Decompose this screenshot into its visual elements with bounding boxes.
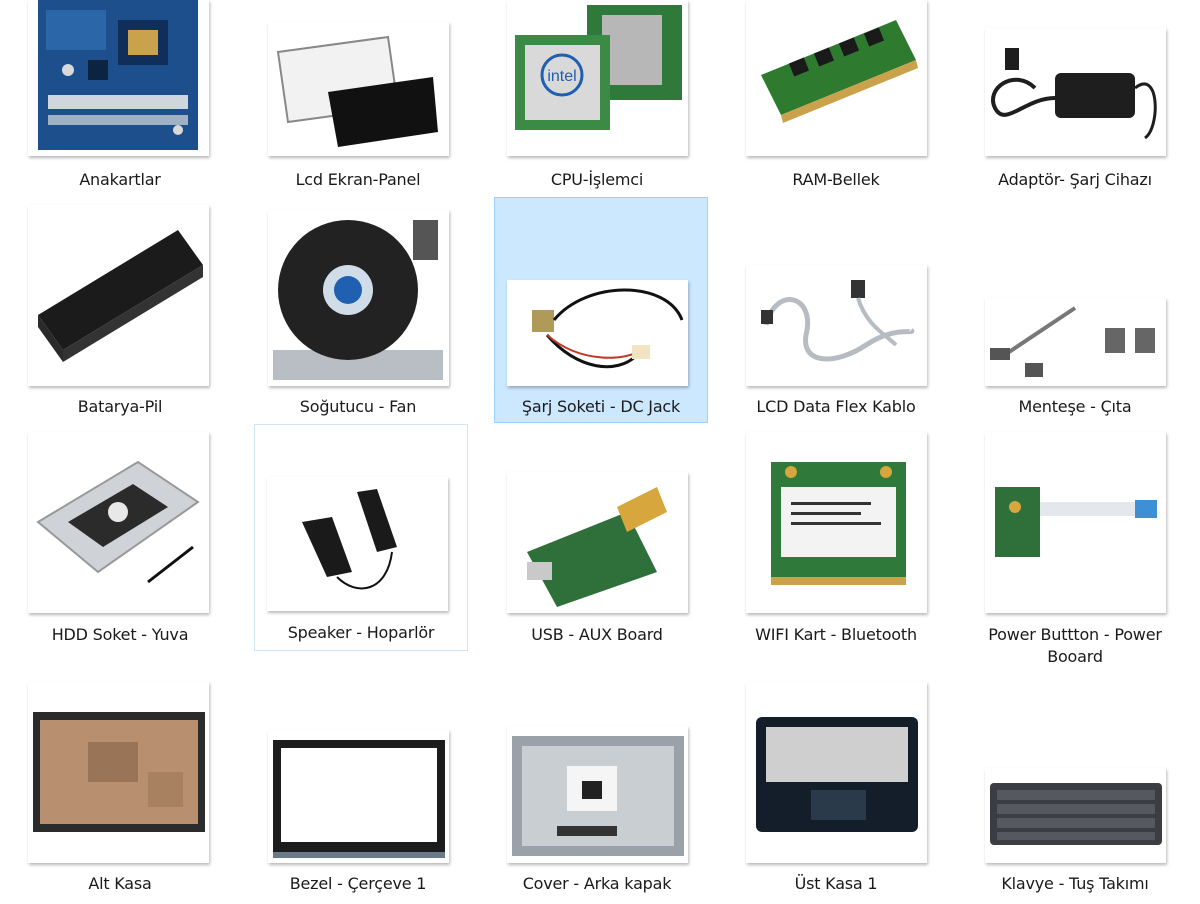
svg-text:intel: intel xyxy=(547,68,576,85)
folder-label: WIFI Kart - Bluetooth xyxy=(755,625,917,644)
folder-label: HDD Soket - Yuva xyxy=(51,625,189,644)
flex-cable-icon xyxy=(746,265,927,386)
speaker-icon xyxy=(267,477,448,611)
folder-power-button-power-board[interactable]: Power Buttton - Power Booard xyxy=(975,426,1175,666)
folder-lcd-ekran-panel[interactable]: Lcd Ekran-Panel xyxy=(258,0,458,200)
folder-label: Batarya-Pil xyxy=(77,397,163,416)
folder-sarj-soketi-dc-jack[interactable]: Şarj Soketi - DC Jack xyxy=(494,197,708,423)
power-board-icon xyxy=(985,432,1166,613)
folder-speaker-hoparlor[interactable]: Speaker - Hoparlör xyxy=(254,424,468,651)
bezel-icon xyxy=(268,730,449,863)
folder-klavye-tus-takimi[interactable]: Klavye - Tuş Takımı xyxy=(975,676,1175,904)
folder-label: Anakartlar xyxy=(79,170,161,189)
folder-label: Lcd Ekran-Panel xyxy=(295,170,421,189)
folder-label: CPU-İşlemci xyxy=(550,170,644,189)
battery-icon xyxy=(28,205,209,386)
folder-ram-bellek[interactable]: RAM-Bellek xyxy=(736,0,936,200)
folder-label: Speaker - Hoparlör xyxy=(287,623,435,642)
folder-lcd-data-flex-kablo[interactable]: LCD Data Flex Kablo xyxy=(736,200,936,425)
folder-label: Üst Kasa 1 xyxy=(794,874,878,893)
folder-label: Soğutucu - Fan xyxy=(299,397,417,416)
folder-ust-kasa-1[interactable]: Üst Kasa 1 xyxy=(736,676,936,904)
folder-label: Power Buttton - Power Booard xyxy=(988,625,1162,666)
folder-label: Menteşe - Çıta xyxy=(1018,397,1132,416)
adapter-icon xyxy=(985,28,1166,156)
folder-batarya-pil[interactable]: Batarya-Pil xyxy=(20,200,220,425)
folder-label: Adaptör- Şarj Cihazı xyxy=(998,170,1152,189)
hdd-caddy-icon xyxy=(28,432,209,613)
folder-label: Klavye - Tuş Takımı xyxy=(1001,874,1149,893)
keyboard-icon xyxy=(985,768,1166,863)
folder-label: LCD Data Flex Kablo xyxy=(756,397,916,416)
cpu-icon: intel xyxy=(507,0,688,156)
folder-usb-aux-board[interactable]: USB - AUX Board xyxy=(497,426,697,666)
wifi-card-icon xyxy=(746,432,927,613)
folder-bezel-cerceve-1[interactable]: Bezel - Çerçeve 1 xyxy=(258,676,458,904)
folder-label: Cover - Arka kapak xyxy=(522,874,672,893)
folder-label: USB - AUX Board xyxy=(531,625,663,644)
folder-label: Şarj Soketi - DC Jack xyxy=(521,397,681,416)
folder-adaptor-sarj-cihazi[interactable]: Adaptör- Şarj Cihazı xyxy=(975,0,1175,200)
usb-board-icon xyxy=(507,472,688,613)
motherboard-icon xyxy=(28,0,209,156)
folder-cpu-islemci[interactable]: intel CPU-İşlemci xyxy=(497,0,697,200)
folder-anakartlar[interactable]: Anakartlar xyxy=(20,0,220,200)
folder-label: Bezel - Çerçeve 1 xyxy=(289,874,427,893)
folder-hdd-soket-yuva[interactable]: HDD Soket - Yuva xyxy=(20,426,220,666)
fan-icon xyxy=(268,210,449,386)
ram-icon xyxy=(746,0,927,156)
top-case-icon xyxy=(746,682,927,863)
folder-alt-kasa[interactable]: Alt Kasa xyxy=(20,676,220,904)
back-cover-icon xyxy=(507,726,688,863)
folder-label: Alt Kasa xyxy=(88,874,152,893)
dc-jack-icon xyxy=(507,280,688,386)
folder-mentese-cita[interactable]: Menteşe - Çıta xyxy=(975,200,1175,425)
bottom-case-icon xyxy=(28,682,209,863)
folder-sogutucu-fan[interactable]: Soğutucu - Fan xyxy=(258,200,458,425)
lcd-panel-icon xyxy=(268,22,449,156)
folder-cover-arka-kapak[interactable]: Cover - Arka kapak xyxy=(497,676,697,904)
folder-label: RAM-Bellek xyxy=(792,170,880,189)
hinge-icon xyxy=(985,298,1166,386)
folder-wifi-kart-bluetooth[interactable]: WIFI Kart - Bluetooth xyxy=(736,426,936,666)
